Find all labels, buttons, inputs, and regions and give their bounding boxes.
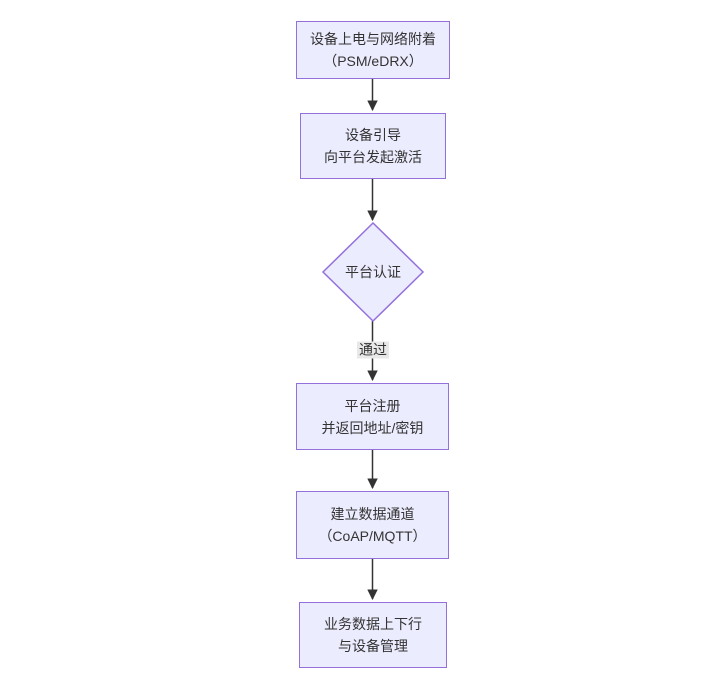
diamond-shape — [321, 221, 425, 323]
node-business: 业务数据上下行 与设备管理 — [299, 602, 447, 668]
node-label-line: （CoAP/MQTT） — [318, 528, 427, 544]
node-data-channel: 建立数据通道 （CoAP/MQTT） — [296, 491, 449, 559]
node-label-line: 设备引导 — [345, 127, 401, 143]
node-platform-auth: 平台认证 — [321, 221, 425, 323]
node-label-line: 平台认证 — [345, 264, 401, 280]
node-label-line: 平台注册 — [344, 397, 401, 414]
node-label-line: （PSM/eDRX） — [323, 53, 423, 69]
node-label-line: 设备上电与网络附着 — [310, 31, 436, 47]
node-label-line: 向平台发起激活 — [324, 149, 422, 165]
node-power-attach: 设备上电与网络附着 （PSM/eDRX） — [296, 21, 450, 79]
node-label-line: 业务数据上下行 — [324, 616, 422, 632]
node-label-line: 建立数据通道 — [330, 506, 415, 522]
node-label-line: 与设备管理 — [338, 638, 408, 654]
node-bootstrap: 设备引导 向平台发起激活 — [300, 113, 446, 179]
node-label-line: 并返回地址/密钥 — [321, 419, 424, 436]
edge-label-pass: 通过 — [357, 341, 389, 359]
node-register: 平台注册 并返回地址/密钥 — [296, 383, 449, 450]
